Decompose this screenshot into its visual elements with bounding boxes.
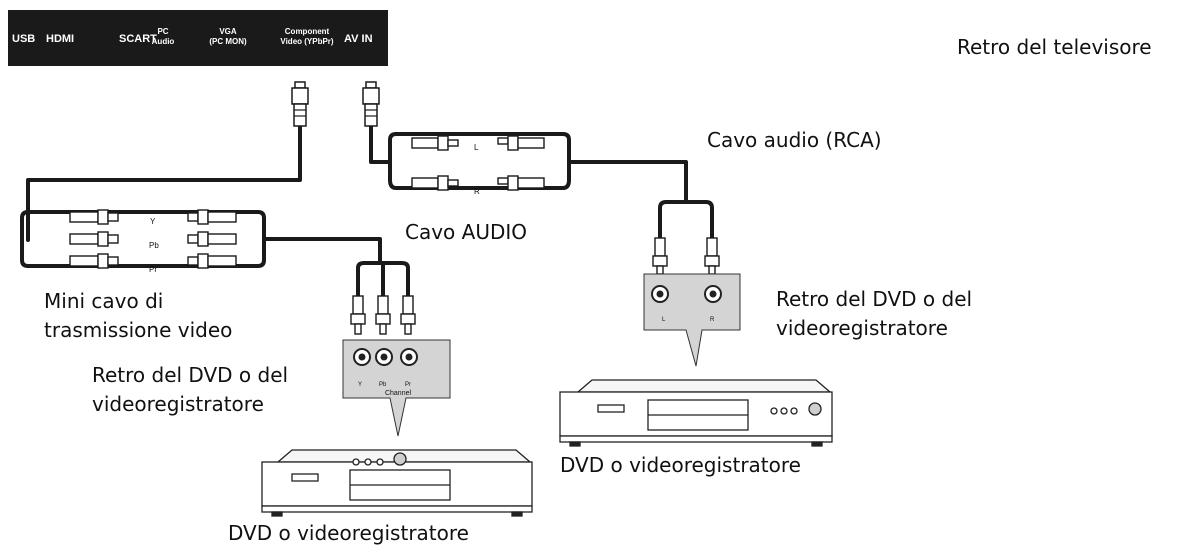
port-av-in: AV IN: [344, 33, 373, 45]
port-vga-line1: VGA: [219, 27, 237, 36]
video-cable-label-line2: trasmissione video: [44, 318, 233, 342]
video-plug-pr-label: Pr: [149, 265, 157, 274]
jack-channel-label: Channel: [385, 390, 412, 397]
port-pc-audio-line1: PC: [157, 27, 168, 36]
rca-audio-split: [658, 200, 714, 240]
dvd-back-right-label-line2: videoregistratore: [776, 316, 948, 340]
rca-audio-cable: [567, 160, 688, 204]
port-vga-line2: (PC MON): [209, 37, 247, 46]
dvd-right-label: DVD o videoregistratore: [560, 453, 801, 477]
dvd-back-right-label-line1: Retro del DVD o del: [776, 287, 973, 311]
dvd-back-left-label-line2: videoregistratore: [92, 392, 264, 416]
dvd-back-left-label-line1: Retro del DVD o del: [92, 363, 289, 387]
jack-r-label: R: [710, 317, 715, 323]
jack-l-label: L: [662, 317, 666, 323]
tv-rear-panel: USB HDMI SCART PC Audio VGA (PC MON) Com…: [8, 10, 388, 66]
port-pc-audio-line2: Audio: [152, 37, 175, 46]
audio-plug-r-label: R: [474, 187, 480, 196]
video-cable: [262, 237, 382, 265]
video-mini-cable: [26, 124, 302, 242]
dvd-left-label: DVD o videoregistratore: [228, 521, 469, 545]
cables: [20, 124, 714, 298]
audio-splitter-plugs: [411, 135, 545, 191]
port-scart: SCART: [119, 33, 157, 45]
mini-jack-audio: [362, 81, 380, 127]
right-dvd-plugs: [652, 237, 720, 275]
tv-back-label: Retro del televisore: [957, 35, 1152, 59]
port-component-line2: Video (YPbPr): [280, 37, 334, 46]
right-dvd-player: [559, 379, 833, 447]
left-dvd-player: [261, 449, 533, 517]
audio-plug-l-label: L: [474, 143, 479, 152]
video-plug-pb-label: Pb: [149, 241, 159, 250]
video-cable-label-line1: Mini cavo di: [44, 289, 164, 313]
port-component-line1: Component: [285, 27, 330, 36]
port-hdmi: HDMI: [46, 33, 74, 45]
left-dvd-back-plate: [342, 339, 451, 437]
audio-cable-label: Cavo AUDIO: [405, 220, 528, 244]
jack-pb-label: Pb: [379, 382, 387, 388]
port-usb: USB: [12, 33, 35, 45]
right-dvd-back-plate: [643, 273, 741, 367]
rca-cable-label: Cavo audio (RCA): [707, 128, 882, 152]
video-plug-y-label: Y: [150, 217, 156, 226]
audio-mini-cable: [369, 124, 392, 164]
jack-pr-label: Pr: [405, 382, 411, 388]
jack-y-label: Y: [358, 382, 362, 388]
video-splitter-plugs: [69, 209, 237, 269]
mini-jack-video: [291, 81, 309, 127]
left-dvd-plugs: [350, 295, 416, 335]
